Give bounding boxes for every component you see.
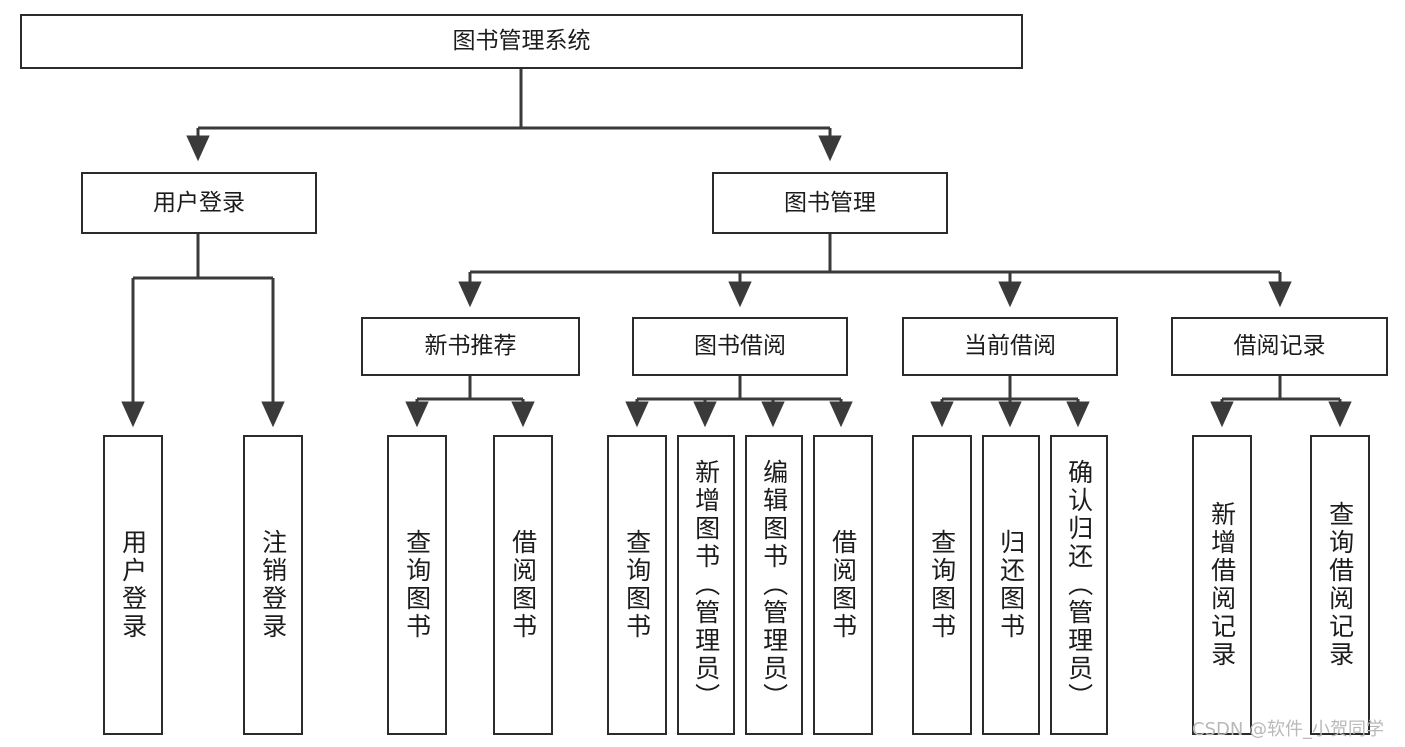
node-leaf-query-borrow-record-label: 查询借阅记录 [1325,501,1355,669]
node-leaf-logout-label: 注销登录 [258,529,288,641]
node-leaf-query-book-current-label: 查询图书 [927,529,957,641]
node-leaf-logout[interactable]: 注销登录 [243,435,303,735]
node-leaf-user-login[interactable]: 用户登录 [103,435,163,735]
node-book-management[interactable]: 图书管理 [712,172,948,234]
node-root[interactable]: 图书管理系统 [20,14,1023,69]
node-leaf-return-book-label: 归还图书 [996,529,1026,641]
node-book-borrow[interactable]: 图书借阅 [632,317,848,376]
node-leaf-edit-book-admin-label: 编辑图书（管理员） [759,459,789,711]
node-leaf-query-book-recommend-label: 查询图书 [402,529,432,641]
node-book-management-label: 图书管理 [784,189,876,216]
node-leaf-query-book-borrow-label: 查询图书 [622,529,652,641]
node-leaf-add-borrow-record[interactable]: 新增借阅记录 [1192,435,1252,735]
node-new-book-recommend[interactable]: 新书推荐 [361,317,580,376]
node-leaf-query-book-borrow[interactable]: 查询图书 [607,435,667,735]
node-leaf-add-book-admin-label: 新增图书（管理员） [691,459,721,711]
node-user-login[interactable]: 用户登录 [81,172,317,234]
node-leaf-query-borrow-record[interactable]: 查询借阅记录 [1310,435,1370,735]
node-leaf-borrow-book-label: 借阅图书 [828,529,858,641]
node-leaf-borrow-book-recommend-label: 借阅图书 [508,529,538,641]
node-new-book-recommend-label: 新书推荐 [424,333,517,360]
node-book-borrow-label: 图书借阅 [694,333,786,360]
node-leaf-user-login-label: 用户登录 [118,529,148,641]
node-current-borrow-label: 当前借阅 [964,333,1056,360]
node-leaf-add-borrow-record-label: 新增借阅记录 [1207,501,1237,669]
node-leaf-confirm-return-admin[interactable]: 确认归还（管理员） [1050,435,1108,735]
node-root-label: 图书管理系统 [452,28,591,55]
node-leaf-confirm-return-admin-label: 确认归还（管理员） [1064,459,1094,711]
node-leaf-borrow-book-recommend[interactable]: 借阅图书 [493,435,553,735]
node-leaf-edit-book-admin[interactable]: 编辑图书（管理员） [745,435,803,735]
node-leaf-return-book[interactable]: 归还图书 [982,435,1040,735]
node-leaf-query-book-current[interactable]: 查询图书 [912,435,972,735]
node-leaf-add-book-admin[interactable]: 新增图书（管理员） [677,435,735,735]
node-borrow-record-label: 借阅记录 [1233,333,1326,360]
node-borrow-record[interactable]: 借阅记录 [1171,317,1388,376]
node-current-borrow[interactable]: 当前借阅 [902,317,1118,376]
node-leaf-borrow-book[interactable]: 借阅图书 [813,435,873,735]
node-user-login-label: 用户登录 [153,189,245,216]
node-leaf-query-book-recommend[interactable]: 查询图书 [387,435,447,735]
